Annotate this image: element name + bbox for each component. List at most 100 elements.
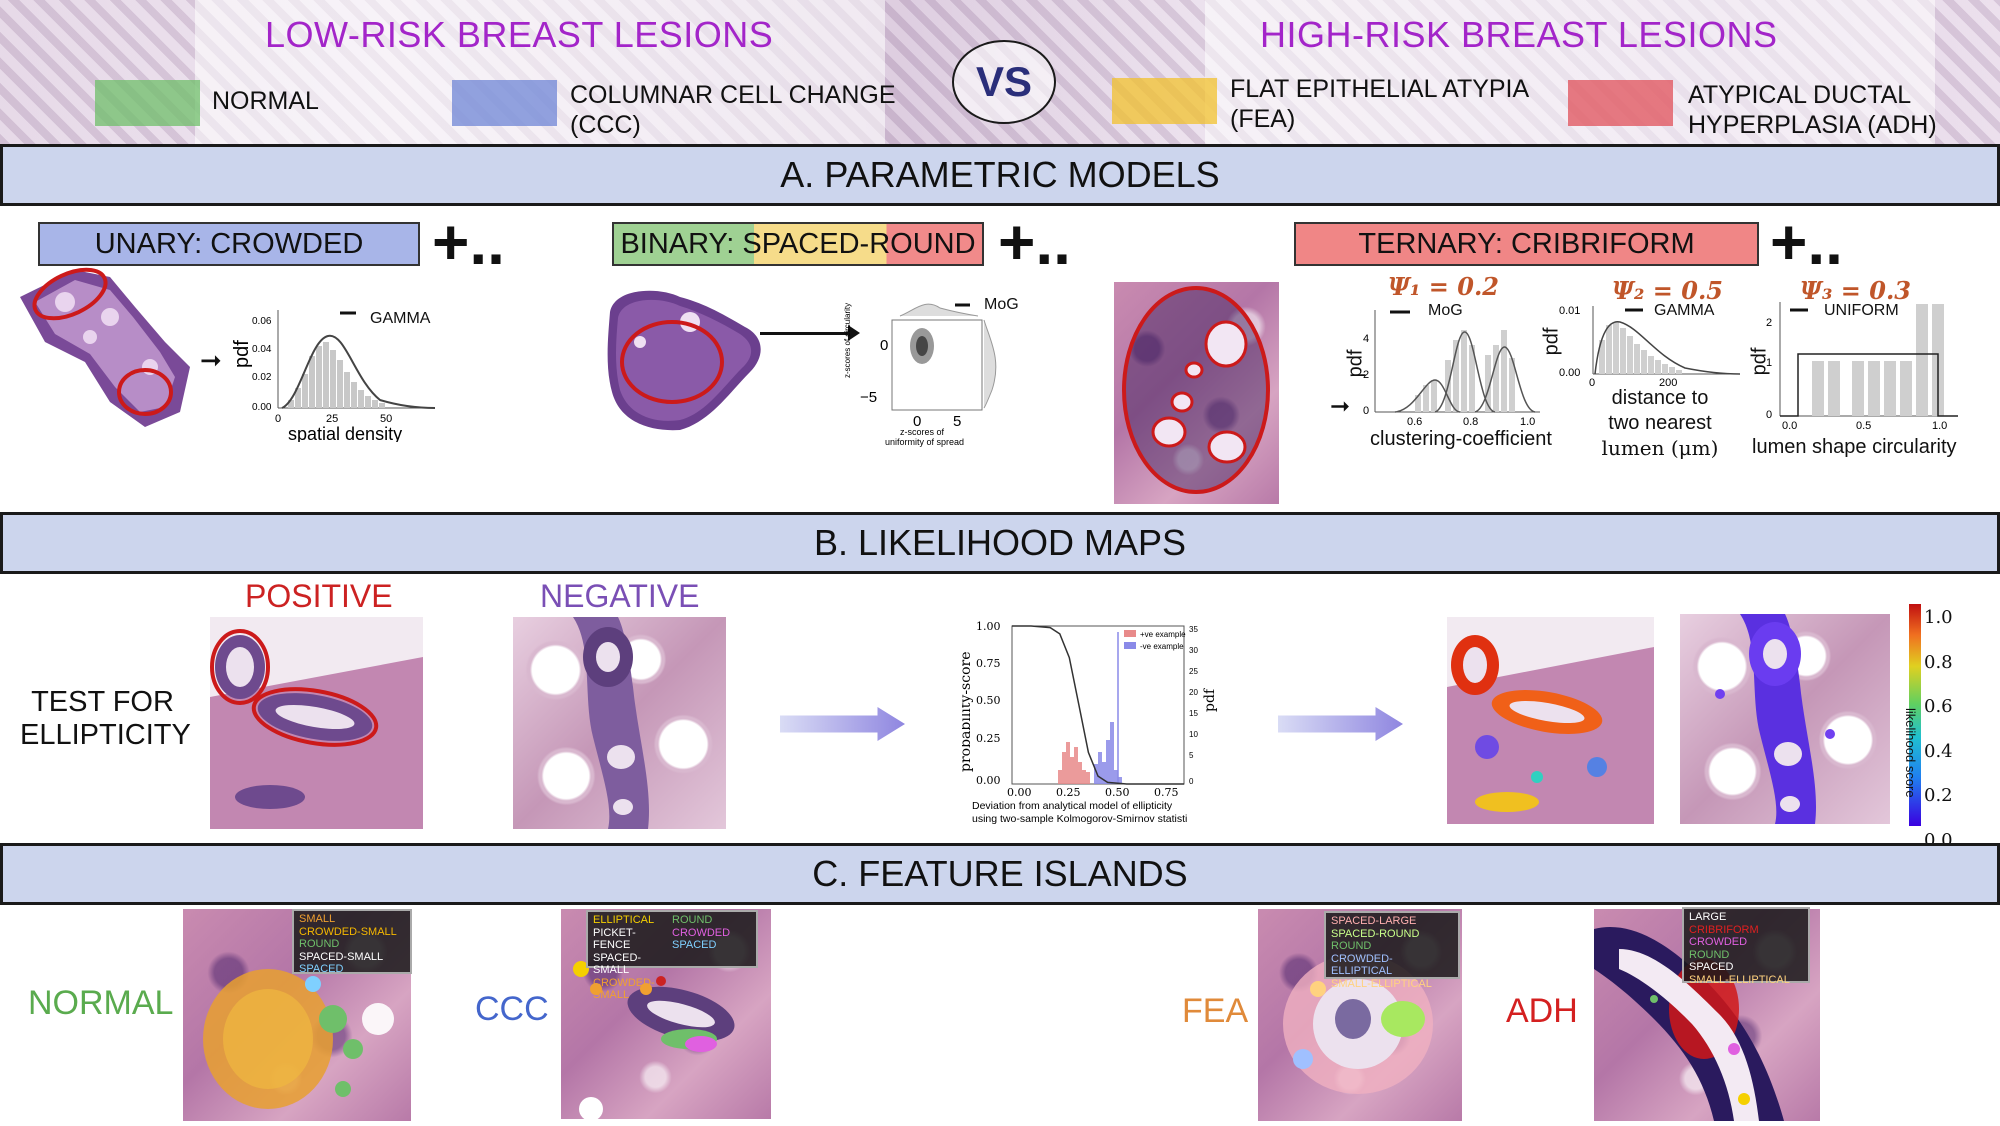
unary-ytick: 0.02 [252, 372, 272, 383]
lk-xtick: 0.25 [1056, 786, 1081, 799]
positive-image [210, 617, 423, 829]
colorbar-label: likelihood score [1903, 708, 1918, 798]
colorbar-ticks: 1.0 0.8 0.6 0.4 0.2 0.0 [1924, 607, 1953, 851]
section-a-header: A. PARAMETRIC MODELS [0, 144, 2000, 206]
ternary-3-ytick: 2 [1766, 317, 1772, 329]
ternary-2-xlabel: distance to two nearest lumen (μm) [1601, 387, 1719, 460]
binary-label-part1: BINARY: [620, 228, 743, 260]
ternary-3-xlabel: lumen shape circularity [1752, 436, 1957, 458]
likelihood-legend-neg: -ve example [1140, 642, 1184, 651]
positive-likelihood-map [1447, 617, 1654, 824]
lk-xtick: 0.75 [1154, 786, 1179, 799]
island-legend-ccc: ELLIPTICAL PICKET-FENCE SPACED-SMALL CRO… [586, 910, 758, 1001]
ternary-box: TERNARY: CRIBRIFORM [1294, 222, 1759, 266]
legend-swatch-fea [1112, 78, 1217, 124]
binary-tissue-image [600, 282, 770, 432]
binary-arrow [760, 332, 855, 335]
lk-xtick: 0.00 [1007, 786, 1032, 799]
lk-rtick: 15 [1189, 709, 1198, 718]
lk-ytick: 0.50 [976, 694, 1001, 707]
binary-xtick: 5 [953, 413, 961, 430]
ternary-psi-2: Ψ₂ = 0.5 [1612, 276, 1723, 305]
ternary-3-xtick: 0.5 [1856, 420, 1871, 432]
lk-ytick: 0.75 [976, 657, 1001, 670]
ternary-2-xtick: 200 [1659, 377, 1677, 389]
ternary-1-xtick: 0.6 [1407, 416, 1422, 428]
unary-plus: +.. [432, 206, 505, 278]
flow-arrow-1 [780, 707, 905, 741]
lk-ylabel: probability-score [962, 652, 974, 772]
legend-swatch-ccc [452, 80, 557, 126]
ternary-2-ytick: 0.00 [1559, 367, 1580, 379]
binary-label-part2: SPACED- [742, 228, 870, 260]
ternary-3-xtick: 0.0 [1782, 420, 1797, 432]
ternary-plus: +.. [1770, 206, 1843, 278]
ternary-1-xlabel: clustering-coefficient [1370, 428, 1552, 450]
negative-image [513, 617, 726, 829]
legend-label-normal: NORMAL [212, 87, 319, 115]
high-risk-title: HIGH-RISK BREAST LESIONS [1260, 14, 1778, 55]
binary-legend: MoG [984, 296, 1019, 313]
island-legend-fea: SPACED-LARGE SPACED-ROUND ROUND CROWDED-… [1324, 911, 1460, 990]
binary-arrow-head [848, 325, 860, 341]
unary-ytick: 0.06 [252, 316, 272, 327]
ternary-3-legend: UNIFORM [1824, 302, 1899, 319]
unary-legend: GAMMA [370, 310, 431, 327]
ternary-2-legend: GAMMA [1654, 302, 1715, 319]
likelihood-legend-pos: +ve example [1140, 630, 1186, 639]
positive-label: POSITIVE [245, 578, 393, 614]
lk-rtick: 10 [1189, 730, 1198, 739]
ternary-chart-3: 2 1 0 0.0 0.5 1.0 [1760, 296, 1960, 436]
binary-label-part3: ROUND [869, 228, 976, 260]
low-risk-title: LOW-RISK BREAST LESIONS [265, 14, 774, 55]
test-label: TEST FOR ELLIPTICITY [20, 686, 191, 751]
island-label-ccc: CCC [475, 990, 549, 1028]
likelihood-chart: +ve example -ve example 1.00 0.75 0.50 0… [958, 612, 1220, 827]
ternary-2-ylabel: pdf [1540, 327, 1563, 356]
ternary-1-ytick: 2 [1363, 369, 1369, 381]
ternary-1-xtick: 1.0 [1520, 416, 1535, 428]
binary-chart: 0 −5 0 5 z-scores of circularity z-score… [830, 290, 1020, 450]
island-label-adh: ADH [1506, 992, 1578, 1030]
ternary-1-ylabel: pdf [1344, 349, 1367, 378]
lk-rtick: 30 [1189, 646, 1198, 655]
legend-label-fea: FLAT EPITHELIAL ATYPIA(FEA) [1230, 75, 1530, 133]
unary-xtick: 50 [380, 413, 392, 425]
legend-label-ccc: COLUMNAR CELL CHANGE(CCC) [570, 81, 896, 139]
unary-ylabel: pdf [231, 340, 253, 368]
lk-rtick: 5 [1189, 751, 1194, 760]
legend-swatch-adh [1568, 80, 1673, 126]
unary-chart: pdf 0.06 0.04 0.02 0.00 0 25 50 spatial … [230, 300, 445, 444]
island-label-normal: NORMAL [28, 984, 174, 1022]
binary-xlabel-1: z-scores of [900, 427, 945, 437]
unary-xtick: 25 [326, 413, 338, 425]
lk-ytick: 1.00 [976, 620, 1001, 633]
section-b-header: B. LIKELIHOOD MAPS [0, 512, 2000, 574]
binary-box: BINARY: SPACED-ROUND [612, 222, 984, 266]
lk-rtick: 25 [1189, 667, 1198, 676]
ternary-1-legend: MoG [1428, 302, 1463, 319]
binary-ytick: −5 [860, 389, 877, 406]
unary-ytick: 0.04 [252, 344, 272, 355]
ternary-2-xtick: 0 [1589, 377, 1595, 389]
negative-label: NEGATIVE [540, 578, 700, 614]
ternary-psi-3: Ψ₃ = 0.3 [1800, 276, 1911, 305]
lk-xtick: 0.50 [1105, 786, 1130, 799]
ternary-psi-1: Ψ₁ = 0.2 [1388, 272, 1499, 301]
likelihood-curve [1012, 625, 1184, 785]
ternary-1-ytick: 4 [1363, 333, 1369, 345]
unary-tissue-image [15, 262, 195, 432]
binary-xlabel-2: uniformity of spread [885, 437, 964, 447]
vs-badge: VS [952, 40, 1056, 124]
ternary-chart-1: 4 2 0 0.6 0.8 1.0 [1345, 300, 1545, 450]
ternary-3-ytick: 1 [1766, 357, 1772, 369]
ternary-1-xtick: 0.8 [1463, 416, 1478, 428]
ternary-3-xtick: 1.0 [1932, 420, 1947, 432]
negative-likelihood-map [1680, 614, 1890, 824]
island-label-fea: FEA [1182, 992, 1249, 1030]
lk-rtick: 0 [1189, 777, 1194, 786]
lk-rtick: 35 [1189, 625, 1198, 634]
flow-arrow-2 [1278, 707, 1403, 741]
binary-ytick: 0 [880, 337, 888, 354]
